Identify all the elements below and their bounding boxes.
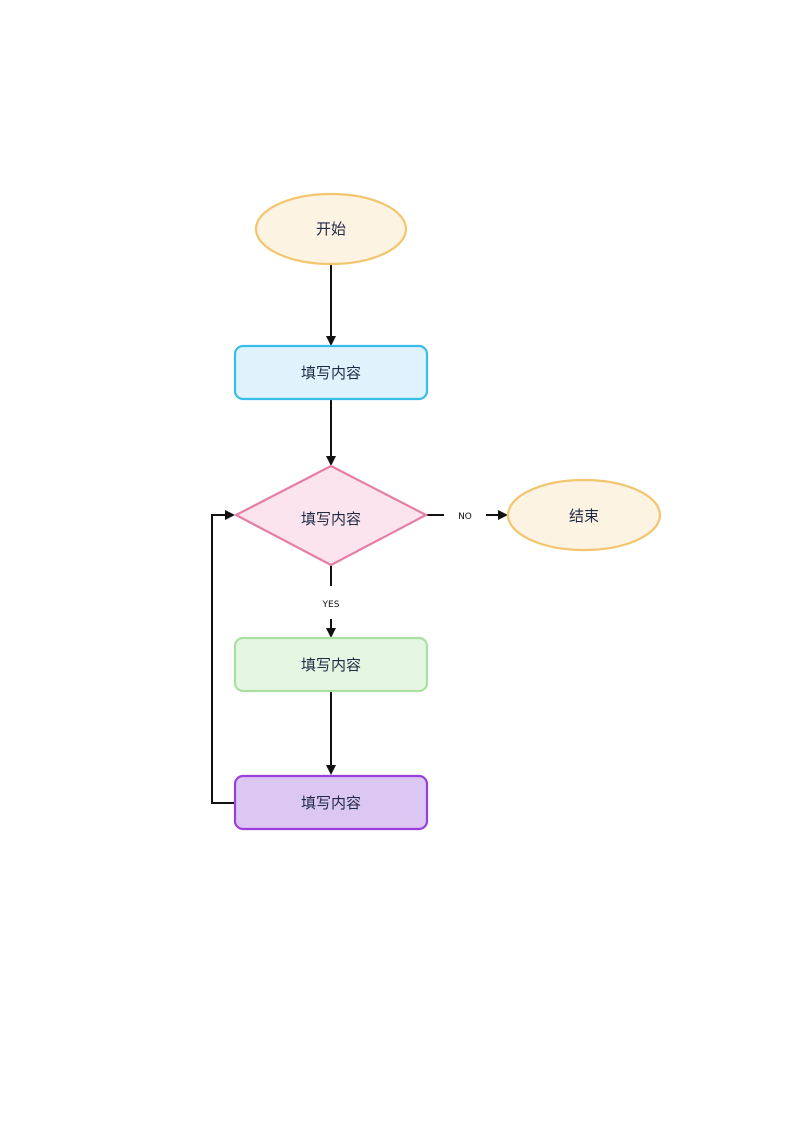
edge-step3-loop-to-decision (211, 510, 235, 804)
node-decision: 填写内容 (233, 464, 429, 567)
step3-label: 填写内容 (301, 794, 361, 812)
step3-rect (233, 774, 429, 831)
step2-rect (233, 636, 429, 693)
step1-rect (233, 344, 429, 401)
decision-diamond (233, 464, 429, 567)
node-start: 开始 (254, 192, 408, 266)
edge-label-yes: YES (322, 600, 340, 610)
start-ellipse (254, 192, 408, 266)
step1-label: 填写内容 (301, 364, 361, 382)
start-label: 开始 (316, 220, 346, 238)
decision-label: 填写内容 (301, 510, 361, 528)
end-ellipse (506, 478, 662, 552)
node-step1: 填写内容 (233, 344, 429, 401)
step2-label: 填写内容 (301, 656, 361, 674)
end-label: 结束 (569, 507, 599, 525)
edge-label-no: NO (458, 512, 472, 522)
node-step2: 填写内容 (233, 636, 429, 693)
node-end: 结束 (506, 478, 662, 552)
node-step3: 填写内容 (233, 774, 429, 831)
